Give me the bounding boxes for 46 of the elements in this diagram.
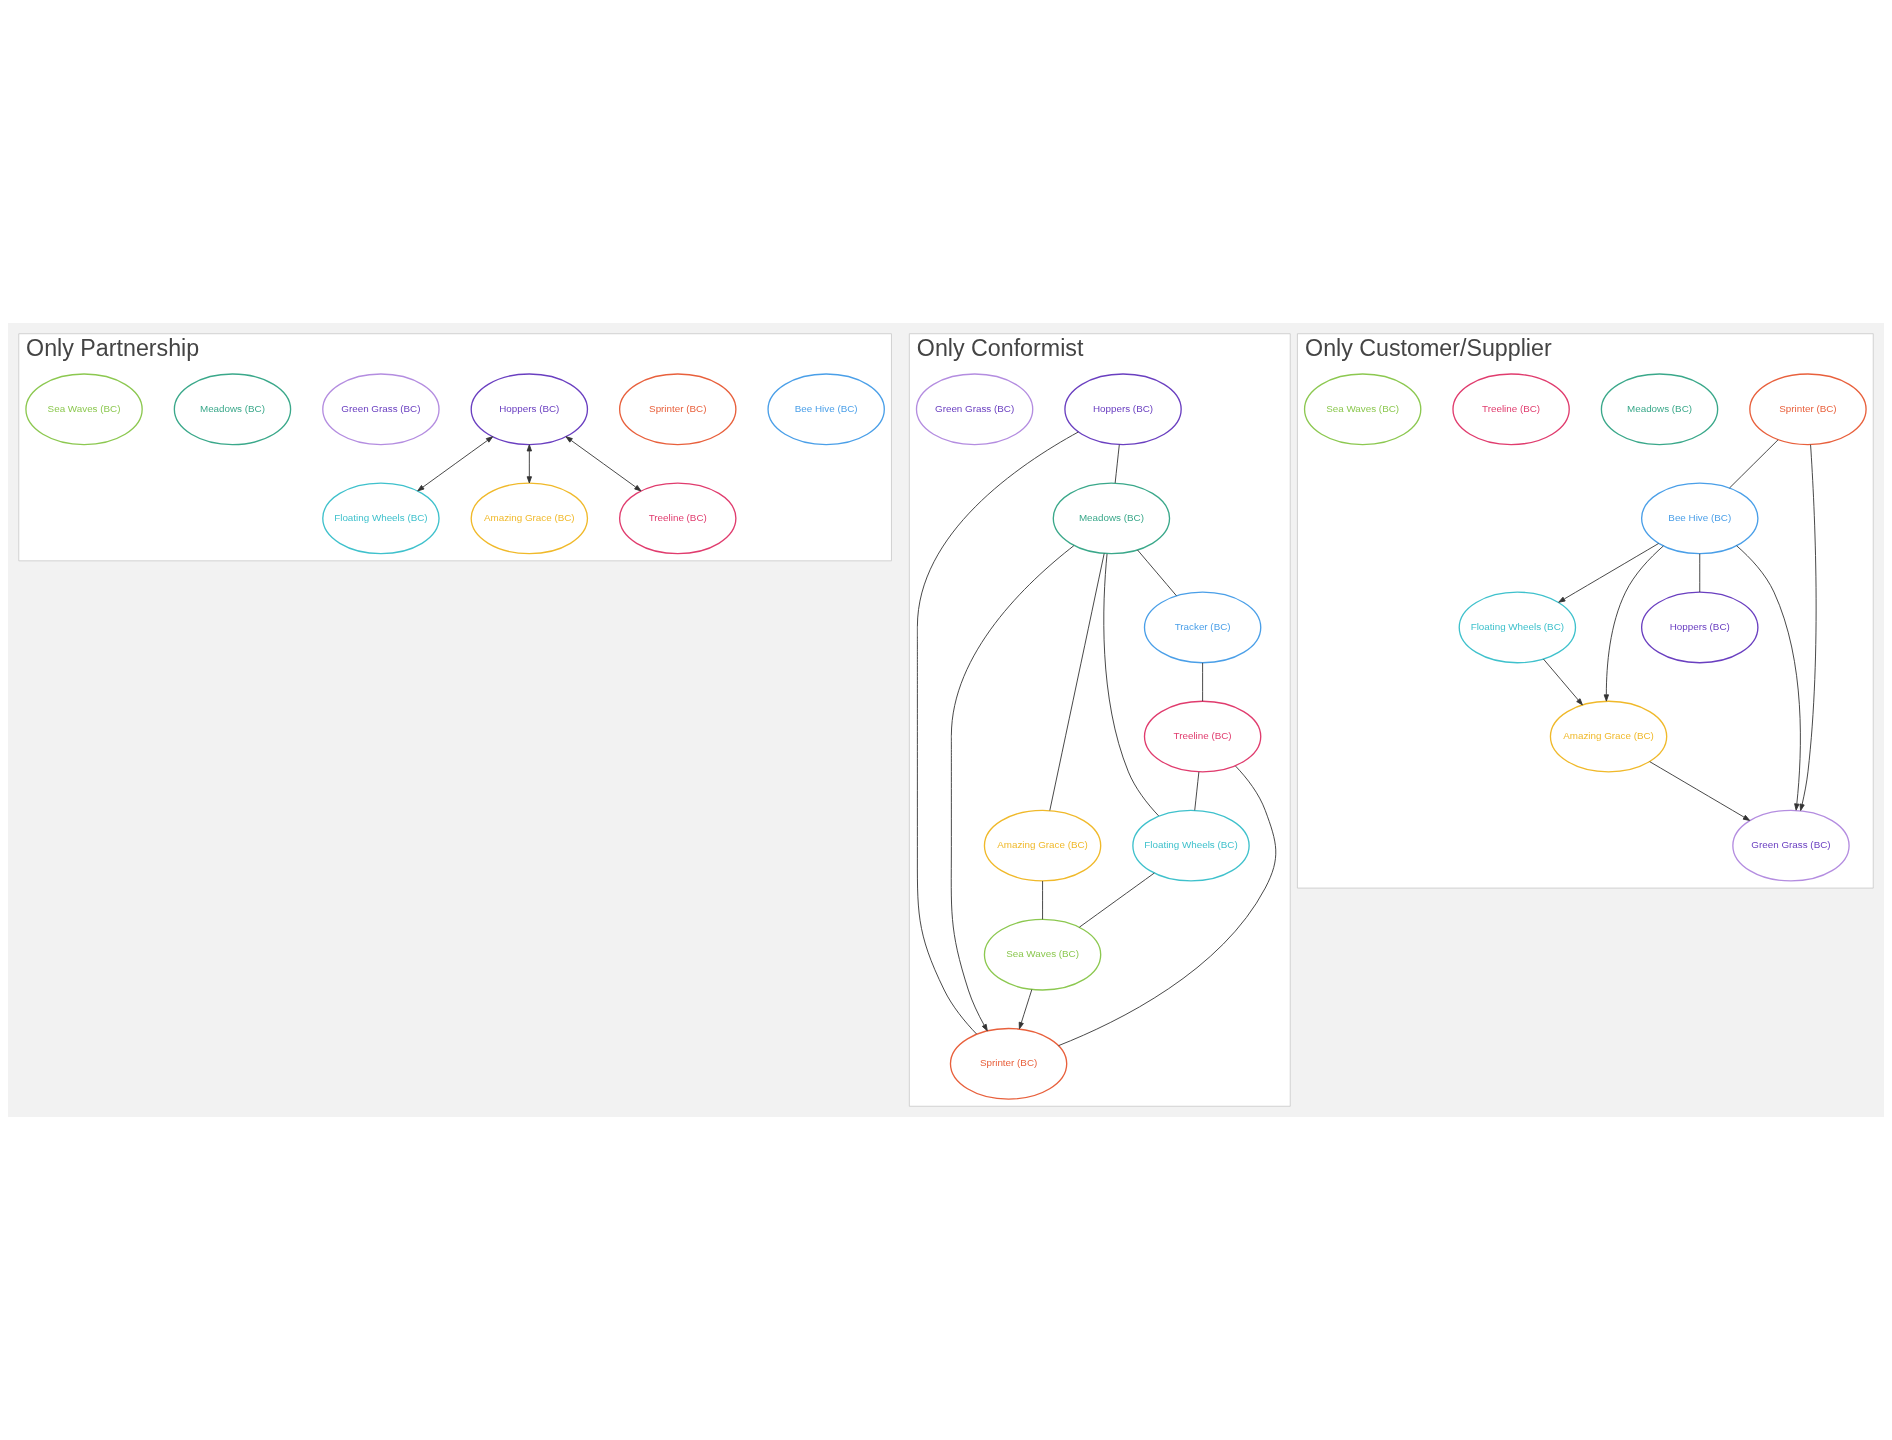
connector [1729,439,1779,489]
node-ellipse: Treeline (BC) [1143,700,1262,773]
node-ellipse: Sea Waves (BC) [25,373,143,446]
connector [1058,765,1277,1047]
arrow [1649,761,1751,821]
connector [1699,553,1701,593]
node-ellipse: Green Grass (BC) [915,373,1034,446]
node-ellipse: Meadows (BC) [1600,373,1719,446]
node-ellipse: Amazing Grace (BC) [470,482,589,555]
node-ellipse: Floating Wheels (BC) [1458,591,1577,664]
arrow [950,545,1075,1032]
node-ellipse: Sprinter (BC) [949,1027,1068,1100]
node-ellipse: Floating Wheels (BC) [1132,809,1250,882]
node-ellipse: Meadows (BC) [1052,482,1171,555]
node-ellipse: Sprinter (BC) [618,373,737,446]
arrow [1018,989,1033,1030]
arrow [526,444,532,484]
arrow [1603,545,1664,702]
connector [1137,549,1177,597]
node-ellipse: Bee Hive (BC) [1640,482,1759,555]
connector [1194,771,1200,811]
connector [1078,872,1155,928]
connector [1042,880,1043,920]
arrow [417,436,494,492]
connector [1049,553,1105,811]
node-ellipse: Sea Waves (BC) [983,918,1102,991]
connector [1103,553,1160,817]
node-ellipse: Tracker (BC) [1143,591,1262,664]
node-ellipse: Sprinter (BC) [1749,373,1867,446]
node-ellipse: Hoppers (BC) [1064,373,1182,446]
arrow [1558,543,1660,603]
connector [916,431,1079,1035]
arrow [1736,545,1801,811]
node-ellipse: Green Grass (BC) [1732,809,1850,882]
node-ellipse: Hoppers (BC) [1640,591,1759,664]
node-ellipse: Sea Waves (BC) [1303,373,1422,446]
node-ellipse: Meadows (BC) [173,373,292,446]
node-ellipse: Green Grass (BC) [322,373,440,446]
node-ellipse: Amazing Grace (BC) [983,809,1102,882]
arrow [1799,444,1817,811]
arrow [565,436,642,492]
arrow [1543,658,1583,706]
connector [1202,662,1204,702]
node-ellipse: Bee Hive (BC) [767,373,885,446]
node-ellipse: Treeline (BC) [1452,373,1570,446]
connector [1114,444,1120,484]
